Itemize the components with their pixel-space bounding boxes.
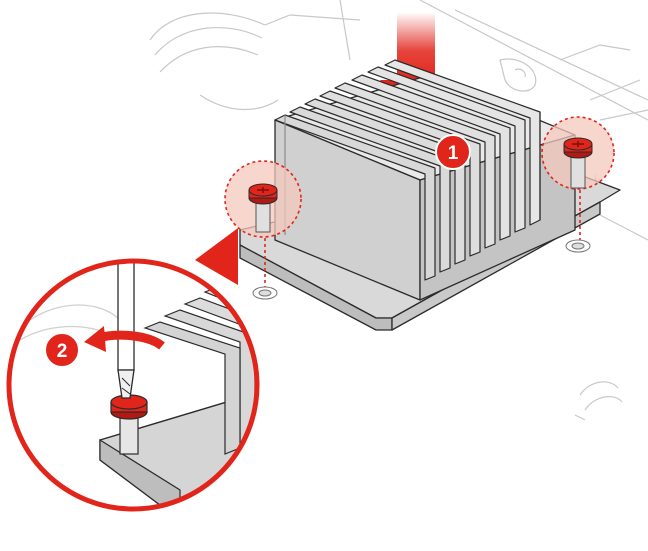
magnified-inset <box>6 258 260 512</box>
screw-right <box>541 116 615 190</box>
screwdriver <box>117 261 135 399</box>
standoff-holes <box>252 239 591 300</box>
heat-sink-fins <box>274 59 541 281</box>
background-chassis-sketch <box>149 0 648 421</box>
step-1-label: 1 <box>448 143 459 164</box>
screw-left <box>224 160 302 238</box>
rotate-counterclockwise-arrow <box>84 326 165 352</box>
step-1-badge: 1 <box>435 134 471 170</box>
step-2-badge: 2 <box>44 332 80 368</box>
callout-pointer <box>195 228 238 285</box>
step-2-label: 2 <box>57 341 68 362</box>
screw-alignment-guides <box>264 190 581 288</box>
